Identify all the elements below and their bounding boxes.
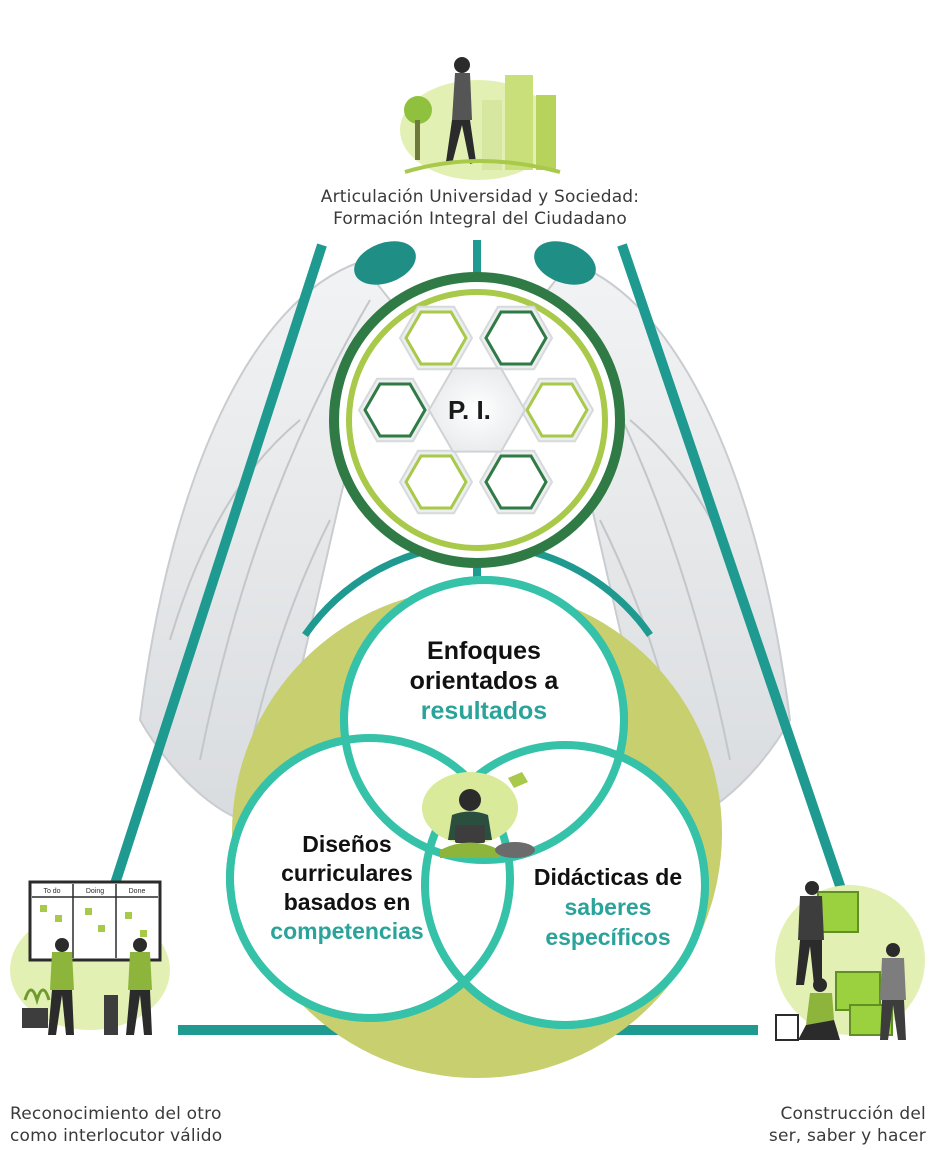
hexagon-center bbox=[427, 367, 527, 453]
venn-right-line1: Didácticas de bbox=[533, 864, 683, 890]
right-caption-line1: Construcción del bbox=[780, 1104, 926, 1124]
hexagon-top-right bbox=[484, 310, 548, 366]
venn-top-text: Enfoques orientados a resultados bbox=[364, 636, 604, 726]
hexagon-mid-left bbox=[363, 382, 427, 438]
hexagon-bottom-right bbox=[484, 454, 548, 510]
venn-left-text: Diseños curriculares basados en competen… bbox=[262, 830, 432, 946]
kanban-col3: Done bbox=[129, 888, 146, 895]
venn-left-line3: basados en bbox=[283, 889, 411, 915]
right-bulb bbox=[534, 241, 596, 285]
venn-right-accent2: específicos bbox=[545, 924, 671, 950]
hexagon-top-left bbox=[404, 310, 468, 366]
hexagon-mid-right bbox=[525, 382, 589, 438]
venn-left-line1: Diseños bbox=[302, 831, 392, 857]
kanban-col2: Doing bbox=[86, 888, 104, 895]
left-caption-line1: Reconocimiento del otro bbox=[10, 1104, 222, 1124]
left-caption: Reconocimiento del otro como interlocuto… bbox=[0, 1103, 260, 1147]
pi-label: P. I. bbox=[448, 395, 491, 425]
venn-top-line1: Enfoques bbox=[427, 637, 541, 665]
venn-top-accent: resultados bbox=[420, 697, 548, 725]
venn-top-line2: orientados a bbox=[409, 667, 559, 695]
city-walker-illustration bbox=[400, 57, 561, 180]
venn-left-accent: competencias bbox=[270, 918, 424, 944]
right-caption: Construcción del ser, saber y hacer bbox=[740, 1103, 930, 1147]
kanban-illustration bbox=[10, 880, 170, 1035]
left-wing bbox=[138, 260, 392, 823]
left-caption-line2: como interlocutor válido bbox=[10, 1126, 223, 1146]
venn-right-text: Didácticas de saberes específicos bbox=[528, 862, 688, 952]
kanban-col1: To do bbox=[43, 888, 60, 895]
right-frame-line bbox=[617, 243, 860, 932]
venn-right-accent1: saberes bbox=[564, 894, 652, 920]
top-caption-line1: Articulación Universidad y Sociedad: bbox=[320, 187, 640, 207]
laptop-person-illustration bbox=[422, 772, 535, 858]
right-caption-line2: ser, saber y hacer bbox=[768, 1126, 926, 1146]
hexagon-bottom-left bbox=[404, 454, 468, 510]
top-caption: Articulación Universidad y Sociedad: For… bbox=[260, 186, 700, 230]
top-caption-line2: Formación Integral del Ciudadano bbox=[333, 209, 627, 229]
left-bulb bbox=[354, 241, 416, 285]
boxes-team-illustration bbox=[775, 881, 925, 1041]
hexagon-group bbox=[357, 305, 595, 515]
venn-left-line2: curriculares bbox=[281, 860, 413, 886]
left-frame-line bbox=[95, 243, 327, 932]
